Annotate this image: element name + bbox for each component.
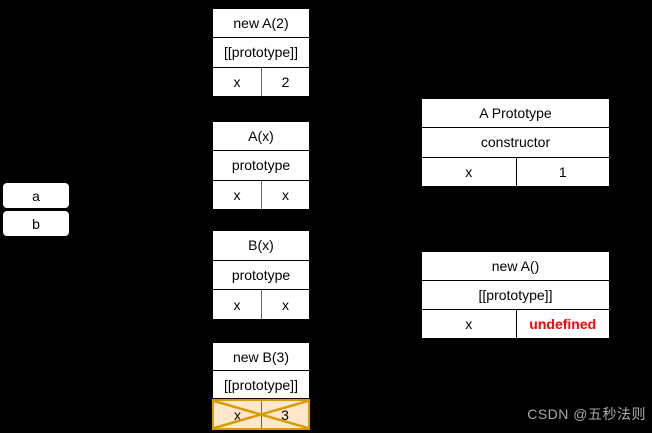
value-cell: 1 [515, 157, 610, 186]
box-slot-row: [[prototype]] [421, 281, 610, 310]
object-box-new-a2: new A(2) [[prototype]] x 2 [212, 8, 310, 97]
object-box-new-a-empty: new A() [[prototype]] x undefined [421, 251, 610, 339]
box-title-row: new B(3) [212, 342, 310, 371]
key-cell: x [465, 163, 473, 180]
box-title-row: new A() [421, 251, 610, 281]
object-box-a-prototype: A Prototype constructor x 1 [421, 98, 610, 187]
box-kv-row-crossed: x 3 [212, 399, 310, 430]
var-label-a-text: a [32, 187, 40, 204]
value-cell: 3 [261, 401, 308, 428]
var-label-b-text: b [32, 215, 40, 232]
key-cell: x [233, 186, 241, 203]
key-cell: x [234, 406, 241, 423]
box-kv-row: x x [212, 180, 310, 210]
box-slot-row: prototype [212, 151, 310, 181]
box-title-row: A(x) [212, 121, 310, 152]
value-cell-undefined: undefined [515, 310, 610, 338]
box-slot-row: constructor [421, 128, 610, 158]
var-label-b: b [2, 210, 70, 237]
object-box-a-function: A(x) prototype x x [212, 121, 310, 210]
box-slot-row: [[prototype]] [212, 38, 310, 68]
box-kv-row: x 2 [212, 67, 310, 97]
watermark-text: CSDN @五秒法则 [527, 406, 646, 422]
value-cell: x [261, 290, 309, 320]
box-title-row: B(x) [212, 230, 310, 261]
key-cell: x [233, 73, 241, 90]
box-title-row: new A(2) [212, 8, 310, 39]
box-kv-row: x undefined [421, 310, 610, 339]
box-slot-row: [[prototype]] [212, 371, 310, 399]
key-cell: x [233, 296, 241, 313]
box-kv-row: x 1 [421, 157, 610, 187]
value-cell: 2 [261, 67, 309, 96]
var-label-a: a [2, 182, 70, 209]
key-cell: x [465, 316, 473, 332]
box-slot-row: prototype [212, 260, 310, 291]
box-title-row: A Prototype [421, 98, 610, 129]
box-kv-row: x x [212, 290, 310, 321]
value-cell: x [261, 180, 309, 209]
object-box-b-function: B(x) prototype x x [212, 230, 310, 321]
object-box-new-b3: new B(3) [[prototype]] x 3 [212, 342, 310, 430]
